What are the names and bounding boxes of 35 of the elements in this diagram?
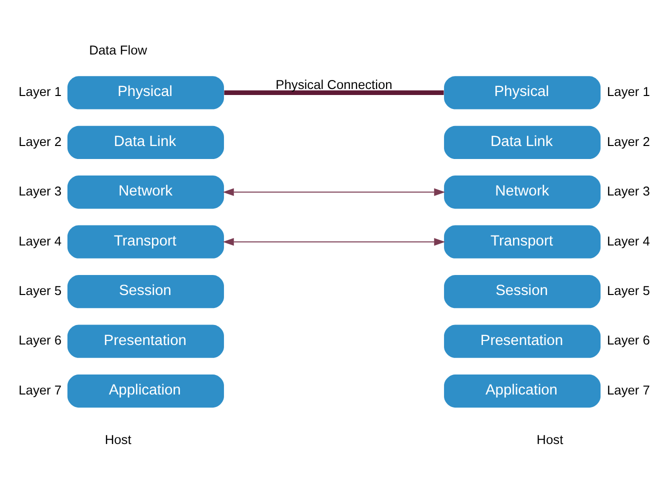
node-label: Layer 4 [607,232,650,248]
node-box: Transport [67,224,224,258]
node-label: Layer 6 [607,332,650,348]
node-label: Layer 6 [18,332,62,348]
node-box: Data Link [444,125,601,158]
node-box: Physical [67,76,224,109]
node-label: Layer 2 [607,133,650,148]
label: Data Flow [89,42,148,58]
node-box: Network [444,175,601,208]
node-box: Transport [444,224,601,258]
edge-label: Physical Connection [276,76,392,92]
node-label: Layer 7 [607,382,650,397]
arrow [222,188,446,196]
node-label: Layer 4 [18,232,62,248]
node-label: Layer 5 [18,282,62,298]
node-label: Layer 1 [607,84,650,99]
node-label: Layer 7 [18,382,62,397]
node-label: Layer 5 [607,282,650,298]
node-box: Network [67,175,224,208]
node-box: Presentation [444,324,601,358]
node-label: Layer 3 [18,183,62,198]
node-box: Session [444,274,601,308]
node-label: Layer 1 [18,84,62,99]
node-box: Physical [444,76,601,109]
arrow [222,237,446,246]
node-box: Data Link [67,125,224,158]
label: Host [104,432,132,447]
node-box: Presentation [67,324,224,358]
node-box: Application [444,374,601,408]
node-label: Layer 2 [18,133,62,148]
connector [224,90,444,94]
label: Host [536,432,564,447]
node-box: Application [67,374,224,408]
node-box: Session [67,274,224,308]
node-label: Layer 3 [607,183,650,198]
